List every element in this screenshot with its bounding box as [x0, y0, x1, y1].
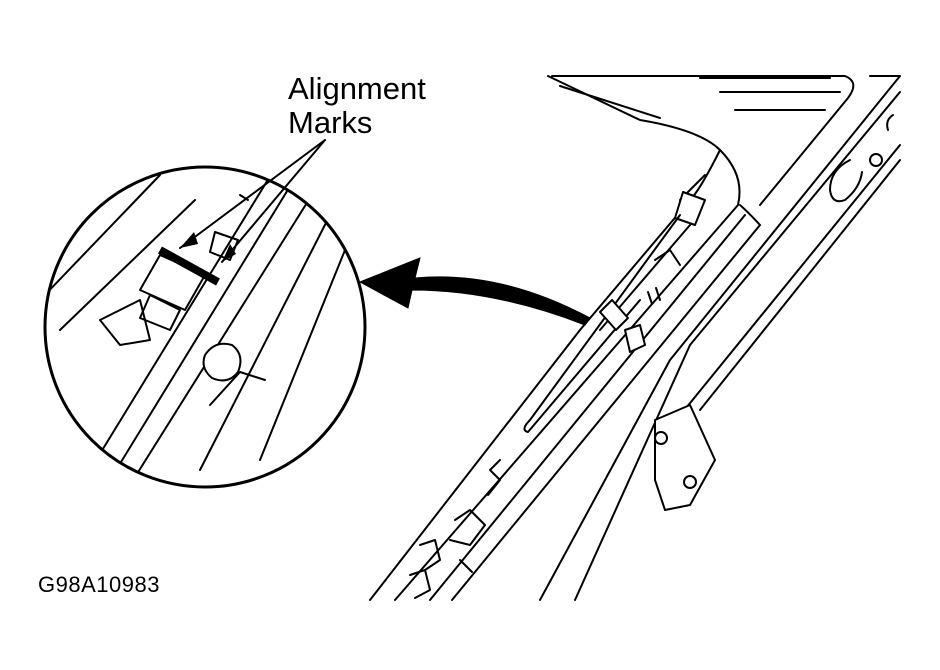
frame-rail-outer — [539, 75, 901, 601]
lower-clip — [449, 509, 486, 546]
alignment-mark — [158, 246, 220, 286]
mounting-bracket — [654, 404, 716, 511]
detail-arrow — [358, 257, 591, 326]
mag-knob — [202, 342, 242, 382]
rail-line-1 — [429, 214, 746, 601]
housing-inner-edge — [369, 149, 721, 601]
callout-line-2: Marks — [288, 105, 373, 140]
figure-id-label: G98A10983 — [38, 572, 160, 597]
mag-rail-1 — [89, 167, 281, 471]
mag-rail-2 — [109, 169, 301, 481]
hook-upper — [829, 159, 863, 203]
frame-rail-inner — [574, 91, 901, 601]
magnified-detail — [43, 139, 367, 489]
leader-line-1 — [179, 139, 326, 249]
alignment-marks-callout: Alignment Marks — [288, 72, 426, 140]
linkage-joint — [599, 299, 629, 331]
leader-line-2 — [221, 139, 326, 263]
seat-track-assembly — [358, 75, 901, 601]
rail-line-2 — [451, 224, 761, 601]
frame-top — [551, 75, 855, 206]
callout-line-1: Alignment — [288, 71, 426, 106]
latch-block — [674, 191, 706, 226]
